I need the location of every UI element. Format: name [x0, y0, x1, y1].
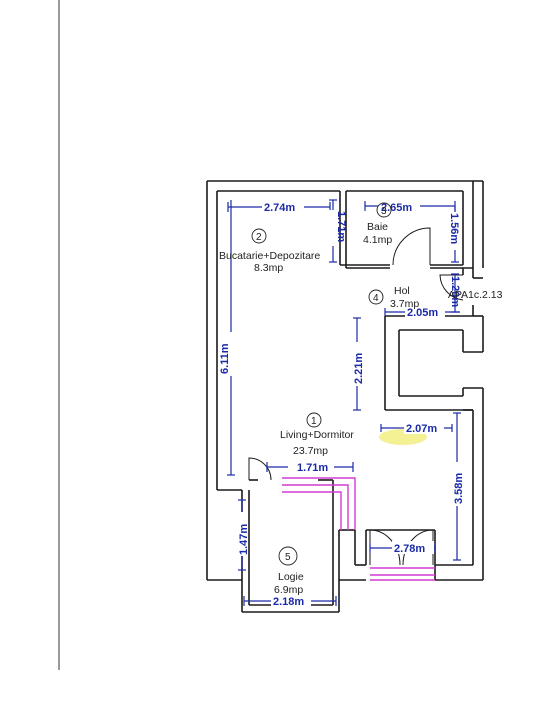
room-area-1: 23.7mp — [293, 445, 328, 457]
room-label-3: 3 Baie 4.1mp — [363, 202, 392, 246]
dim-kitchen-width: 2.74m — [264, 202, 295, 214]
doors — [248, 227, 464, 566]
dim-right-wall: 3.58m — [453, 473, 465, 504]
dim-living-width: 2.07m — [406, 423, 437, 435]
room-label-4: 4 Hol 3.7mp — [368, 285, 419, 310]
room-number-1: 1 — [311, 416, 317, 427]
dim-logia-door: 1.71m — [297, 462, 328, 474]
room-label-5: 5 Logie 6.9mp — [274, 546, 304, 596]
entrance-door — [439, 274, 464, 301]
room-name-3: Baie — [367, 221, 388, 233]
bath-door — [392, 227, 431, 266]
room-area-3: 4.1mp — [363, 234, 392, 246]
dim-balcony-door: 2.78m — [394, 543, 425, 555]
room-number-4: 4 — [373, 293, 379, 304]
room-label-1: 1 Living+Dormitor 23.7mp — [280, 412, 354, 457]
apartment-code: A1c.2.13 — [461, 289, 503, 301]
stairs — [282, 477, 435, 581]
room-number-5: 5 — [285, 552, 291, 563]
room-name-4: Hol — [394, 285, 410, 297]
apartment-code-prefix: AP. — [448, 289, 464, 301]
room-area-4: 3.7mp — [390, 298, 419, 310]
balcony-door-right — [402, 529, 434, 566]
dim-logia-depth: 1.47m — [238, 524, 250, 555]
balcony-door-left — [369, 529, 401, 566]
room-label-2: 2 Bucatarie+Depozitare 8.3mp — [219, 228, 320, 274]
dim-center-height: 2.21m — [353, 353, 365, 384]
dim-left-wall: 6.11m — [219, 343, 231, 374]
room-name-1: Living+Dormitor — [280, 429, 354, 441]
dim-kitchen-depth: 1.71m — [335, 211, 347, 242]
walls — [206, 180, 484, 613]
room-name-2: Bucatarie+Depozitare — [219, 250, 320, 262]
room-area-5: 6.9mp — [274, 584, 303, 596]
room-number-2: 2 — [256, 232, 262, 243]
room-area-2: 8.3mp — [254, 262, 283, 274]
logia-door — [248, 457, 272, 481]
room-name-5: Logie — [278, 571, 304, 583]
dim-logia-width: 2.18m — [273, 596, 304, 608]
dim-bath-depth: 1.56m — [448, 213, 460, 244]
dim-hall-depth: 1.20m — [449, 276, 461, 307]
dim-hall-width: 2.05m — [407, 307, 438, 319]
room-number-3: 3 — [381, 206, 387, 217]
